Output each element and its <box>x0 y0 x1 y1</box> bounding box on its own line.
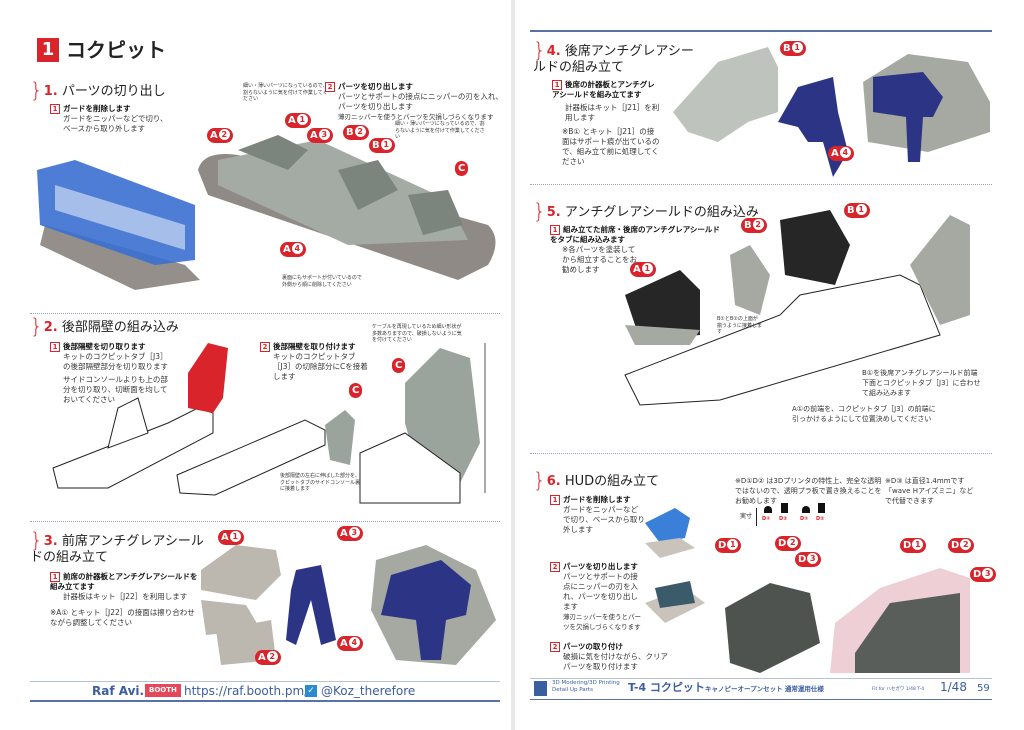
twitter-icon: ✓ <box>305 685 317 697</box>
divider <box>530 184 992 185</box>
divider <box>30 313 500 314</box>
note: ※D①D② は3Dプリンタの特性上、完全な透明ではないので、透明プラ板で置き換え… <box>735 477 882 505</box>
page-number: 59 <box>977 683 990 694</box>
part-label: C <box>455 161 469 176</box>
part-label: C <box>349 383 363 398</box>
note: ※D③ は直径1.4mmです「wave Hアイズミニ」などで代替できます <box>885 477 974 505</box>
size-label: D② <box>779 516 788 522</box>
note: B①を後席アンチグレアシールド前端下面とコクピットタブ［J3］に合わせて組み込み… <box>862 369 981 397</box>
product-subtitle: キャノピーオープンセット 通常運用仕様 <box>705 685 824 693</box>
d2-actual-size <box>818 503 825 513</box>
booth-logo: BOOTH <box>145 684 181 697</box>
divider <box>530 453 992 454</box>
d1-actual-size <box>802 506 810 513</box>
cockpit-tub-install-illustration <box>176 410 355 496</box>
d1-actual-size <box>764 506 772 513</box>
front-shield-exploded-illustration <box>201 545 496 665</box>
print-plate-guard-illustration <box>37 160 200 290</box>
size-label: D② <box>816 516 825 522</box>
raf-avi-logo <box>534 681 547 696</box>
d2-actual-size <box>781 503 788 513</box>
cockpit-tub-cut-illustration <box>52 343 228 489</box>
booth-url-link[interactable]: https://raf.booth.pm/ <box>184 684 309 698</box>
footer-bar <box>530 699 992 700</box>
footer-bar <box>30 700 500 702</box>
chapter-title: コクピット <box>66 38 166 62</box>
section-5-heading: }5. アンチグレアシールドの組み込み <box>533 199 759 223</box>
shield-install-illustration <box>624 210 970 406</box>
section-3-heading: }3. 前席アンチグレアシールドの組み立て <box>30 528 204 565</box>
scale: 1/48 <box>940 680 967 694</box>
note: 後部隔壁の左右に伸ばした部分を、コクピットタブのサイドコンソール裏面に接着します <box>280 473 366 492</box>
part-label: C <box>392 358 406 373</box>
twitter-handle-link[interactable]: @Koz_therefore <box>321 684 416 698</box>
size-label: D① <box>800 516 809 522</box>
print-plate-parts-illustration <box>198 135 496 280</box>
section-6-heading: }6. HUDの組み立て <box>533 468 660 492</box>
note: 裏面にもサポートが付いているので外側から順に削除してください <box>282 275 362 288</box>
cockpit-tub-detail-illustration <box>359 343 486 504</box>
header-bar <box>530 30 992 32</box>
page-gutter <box>511 0 515 730</box>
section-1-heading: }1. パーツの切り出し <box>30 78 166 102</box>
fit-for: Fit for ハセガワ 1/48 T-4 <box>872 687 925 692</box>
section-2-heading: }2. 後部隔壁の組み込み <box>30 314 179 338</box>
footer-rule <box>530 678 992 679</box>
note: 細い・薄いパーツになっているので、割らないように気を付けて作業してください <box>395 121 485 140</box>
size-label: D① <box>762 516 771 522</box>
divider <box>30 521 500 522</box>
chapter-number: 1 <box>37 38 59 62</box>
hud-parts-illustration <box>645 508 970 673</box>
footer-rule <box>30 681 500 682</box>
product-name: T-4 コクピット <box>628 681 705 694</box>
actual-size-label: 実寸 <box>740 508 758 526</box>
note: ケーブルを再現しているため細い形状が多数ありますので、破損しないように気を付けて… <box>372 324 462 343</box>
note: A①の前端を、コクピットタブ［J3］の前端に引っかけるようにして位置決めしてくだ… <box>792 405 936 423</box>
section-4-heading: }4. 後席アンチグレアシールドの組み立て <box>533 38 694 75</box>
note: 細い・薄いパーツになっているので、割らないように気を付けて作業してください <box>243 83 328 102</box>
note: B①とB②の上面が揃うように接着します <box>717 316 763 335</box>
rear-shield-exploded-illustration <box>673 47 990 177</box>
brand-name: Raf Avi. <box>92 684 145 698</box>
